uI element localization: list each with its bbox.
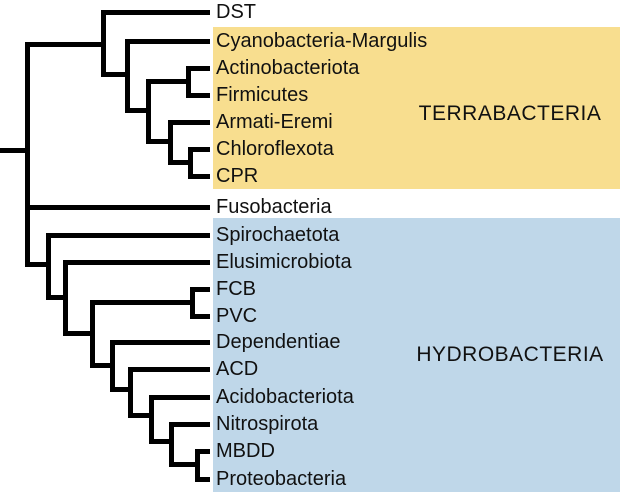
branch-v bbox=[63, 260, 68, 335]
branch-v bbox=[125, 39, 130, 112]
branch-h bbox=[0, 148, 29, 153]
leaf-label-dependentiae: Dependentiae bbox=[216, 331, 341, 353]
leaf-label-spirochaetota: Spirochaetota bbox=[216, 224, 340, 246]
leaf-branch bbox=[110, 340, 210, 345]
leaf-branch bbox=[125, 39, 210, 44]
branch-v bbox=[146, 79, 151, 143]
branch-v bbox=[188, 147, 193, 178]
leaf-branch bbox=[190, 287, 210, 292]
leaf-branch bbox=[168, 120, 210, 125]
leaf-label-armati-eremi: Armati-Eremi bbox=[216, 111, 333, 133]
branch-h bbox=[90, 300, 194, 305]
leaf-branch bbox=[46, 233, 210, 238]
leaf-branch bbox=[186, 93, 210, 98]
group-label-hydrobacteria: HYDROBACTERIA bbox=[416, 343, 604, 366]
branch-h bbox=[25, 262, 50, 267]
leaf-label-fcb: FCB bbox=[216, 278, 256, 300]
leaf-label-actinobacteriota: Actinobacteriota bbox=[216, 57, 360, 79]
branch-h bbox=[169, 462, 199, 467]
branch-v bbox=[128, 367, 133, 417]
hydrobacteria-box bbox=[213, 218, 620, 492]
leaf-branch bbox=[101, 10, 210, 15]
branch-v bbox=[190, 287, 195, 318]
leaf-branch bbox=[188, 174, 210, 179]
branch-h bbox=[110, 387, 132, 392]
branch-v bbox=[46, 233, 51, 299]
branch-h bbox=[90, 363, 114, 368]
branch-v bbox=[186, 66, 191, 97]
leaf-label-proteobacteria: Proteobacteria bbox=[216, 468, 347, 490]
leaf-branch bbox=[186, 66, 210, 71]
leaf-label-elusimicrobiota: Elusimicrobiota bbox=[216, 251, 352, 273]
leaf-label-cpr: CPR bbox=[216, 165, 259, 187]
leaf-label-nitrospirota: Nitrospirota bbox=[216, 413, 319, 435]
branch-v bbox=[25, 42, 30, 266]
branch-h bbox=[128, 413, 153, 418]
leaf-branch bbox=[195, 477, 210, 482]
leaf-label-pvc: PVC bbox=[216, 305, 258, 327]
branch-h bbox=[146, 79, 190, 84]
leaf-branch bbox=[25, 205, 210, 210]
branch-h bbox=[63, 331, 94, 336]
branch-v bbox=[90, 300, 95, 367]
leaf-branch bbox=[188, 147, 210, 152]
branch-v bbox=[195, 449, 200, 481]
leaf-branch bbox=[169, 422, 210, 427]
leaf-branch bbox=[128, 367, 210, 372]
leaf-label-acidobacteriota: Acidobacteriota bbox=[216, 386, 354, 408]
branch-h bbox=[146, 139, 172, 144]
leaf-branch bbox=[63, 260, 210, 265]
group-label-terrabacteria: TERRABACTERIA bbox=[418, 102, 602, 125]
leaf-branch bbox=[195, 449, 210, 454]
leaf-label-firmicutes: Firmicutes bbox=[216, 84, 309, 106]
leaf-label-cyanobacteria-margulis: Cyanobacteria-Margulis bbox=[216, 30, 428, 52]
branch-v bbox=[149, 395, 154, 443]
branch-h bbox=[25, 42, 105, 47]
branch-v bbox=[101, 10, 106, 76]
branch-v bbox=[110, 340, 115, 391]
leaf-label-fusobacteria: Fusobacteria bbox=[216, 196, 332, 218]
leaf-label-acd: ACD bbox=[216, 358, 259, 380]
leaf-label-mbdd: MBDD bbox=[216, 440, 275, 462]
leaf-branch bbox=[149, 395, 210, 400]
branch-h bbox=[46, 295, 67, 300]
terrabacteria-box bbox=[213, 27, 620, 189]
leaf-branch bbox=[190, 314, 210, 319]
leaf-label-dst: DST bbox=[216, 1, 256, 23]
leaf-label-chloroflexota: Chloroflexota bbox=[216, 138, 334, 160]
branch-v bbox=[168, 120, 173, 164]
branch-h bbox=[125, 108, 150, 113]
branch-h bbox=[101, 72, 129, 77]
branch-v bbox=[169, 422, 174, 466]
branch-h bbox=[149, 439, 173, 444]
branch-h bbox=[168, 160, 192, 165]
